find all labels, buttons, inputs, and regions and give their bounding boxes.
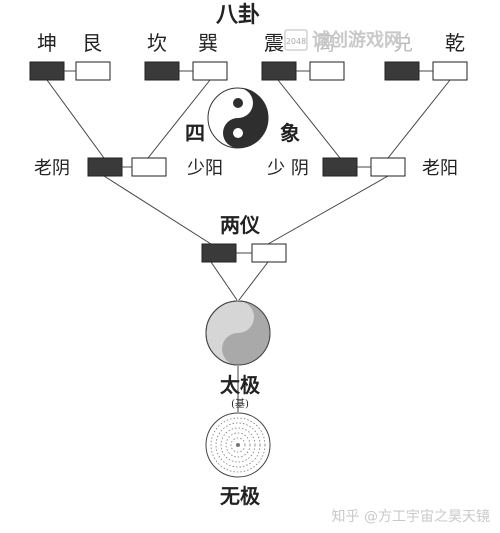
- trigram-label-zhen: 震: [264, 31, 284, 55]
- wuji-icon: [205, 412, 271, 478]
- trigram-box-kun: [29, 61, 65, 81]
- trigram-box-qian: [432, 61, 468, 81]
- sixiang-label-right: 象: [280, 121, 300, 145]
- four-image-label-shaoyang: 少阳: [187, 158, 223, 179]
- taiji-label: 太极: [220, 373, 261, 397]
- watermark-top: 2048 诚创游戏网: [284, 29, 402, 51]
- watermark-badge: 2048: [286, 37, 306, 46]
- trigram-box-kan: [144, 61, 180, 81]
- liangyi-boxes: [201, 243, 287, 263]
- four-image-box-3: [322, 157, 358, 177]
- watermark-top-text: 诚创游戏网: [312, 29, 402, 51]
- trigram-label-xun: 巽: [198, 31, 218, 55]
- four-image-label-laoyin: 老阴: [34, 158, 70, 179]
- trigram-box-zhen: [261, 61, 297, 81]
- four-images-labels: 老阴 少阳 少 阴 老阳: [34, 158, 458, 179]
- trigram-label-kun: 坤: [37, 31, 57, 55]
- trigram-labels: 坤 艮 坎 巽 震 离 兑 乾: [37, 31, 465, 55]
- trigram-box-dui: [384, 61, 420, 81]
- four-image-box-4: [370, 157, 406, 177]
- trigram-label-gen: 艮: [82, 31, 102, 55]
- four-images-boxes: [87, 157, 406, 177]
- trigram-label-li: 离: [315, 31, 335, 55]
- wuji-label: 无极: [220, 484, 261, 508]
- trigram-box-gen: [75, 61, 111, 81]
- taiji-icon: [205, 300, 271, 366]
- bagua-title: 八卦: [216, 2, 260, 28]
- liangyi-box-yang: [251, 243, 287, 263]
- trigram-box-xun: [192, 61, 228, 81]
- trigram-label-qian: 乾: [445, 31, 465, 55]
- four-image-box-1: [87, 157, 123, 177]
- yin-yang-icon: [207, 87, 269, 149]
- trigram-boxes: [29, 61, 468, 81]
- four-image-box-2: [131, 157, 167, 177]
- taiji-note: (基): [231, 397, 249, 410]
- trigram-label-kan: 坎: [147, 31, 167, 55]
- four-image-label-laoyang: 老阳: [422, 158, 458, 179]
- four-image-label-shaoyin: 少 阴: [267, 158, 309, 179]
- watermark-bottom: 知乎 @方工宇宙之昊天镜: [332, 508, 490, 525]
- trigram-label-dui: 兑: [393, 31, 413, 55]
- trigram-box-li: [309, 61, 345, 81]
- sixiang-label-left: 四: [185, 121, 205, 145]
- liangyi-box-yin: [201, 243, 237, 263]
- connector-lines: [46, 79, 451, 412]
- liangyi-label: 两仪: [220, 213, 261, 237]
